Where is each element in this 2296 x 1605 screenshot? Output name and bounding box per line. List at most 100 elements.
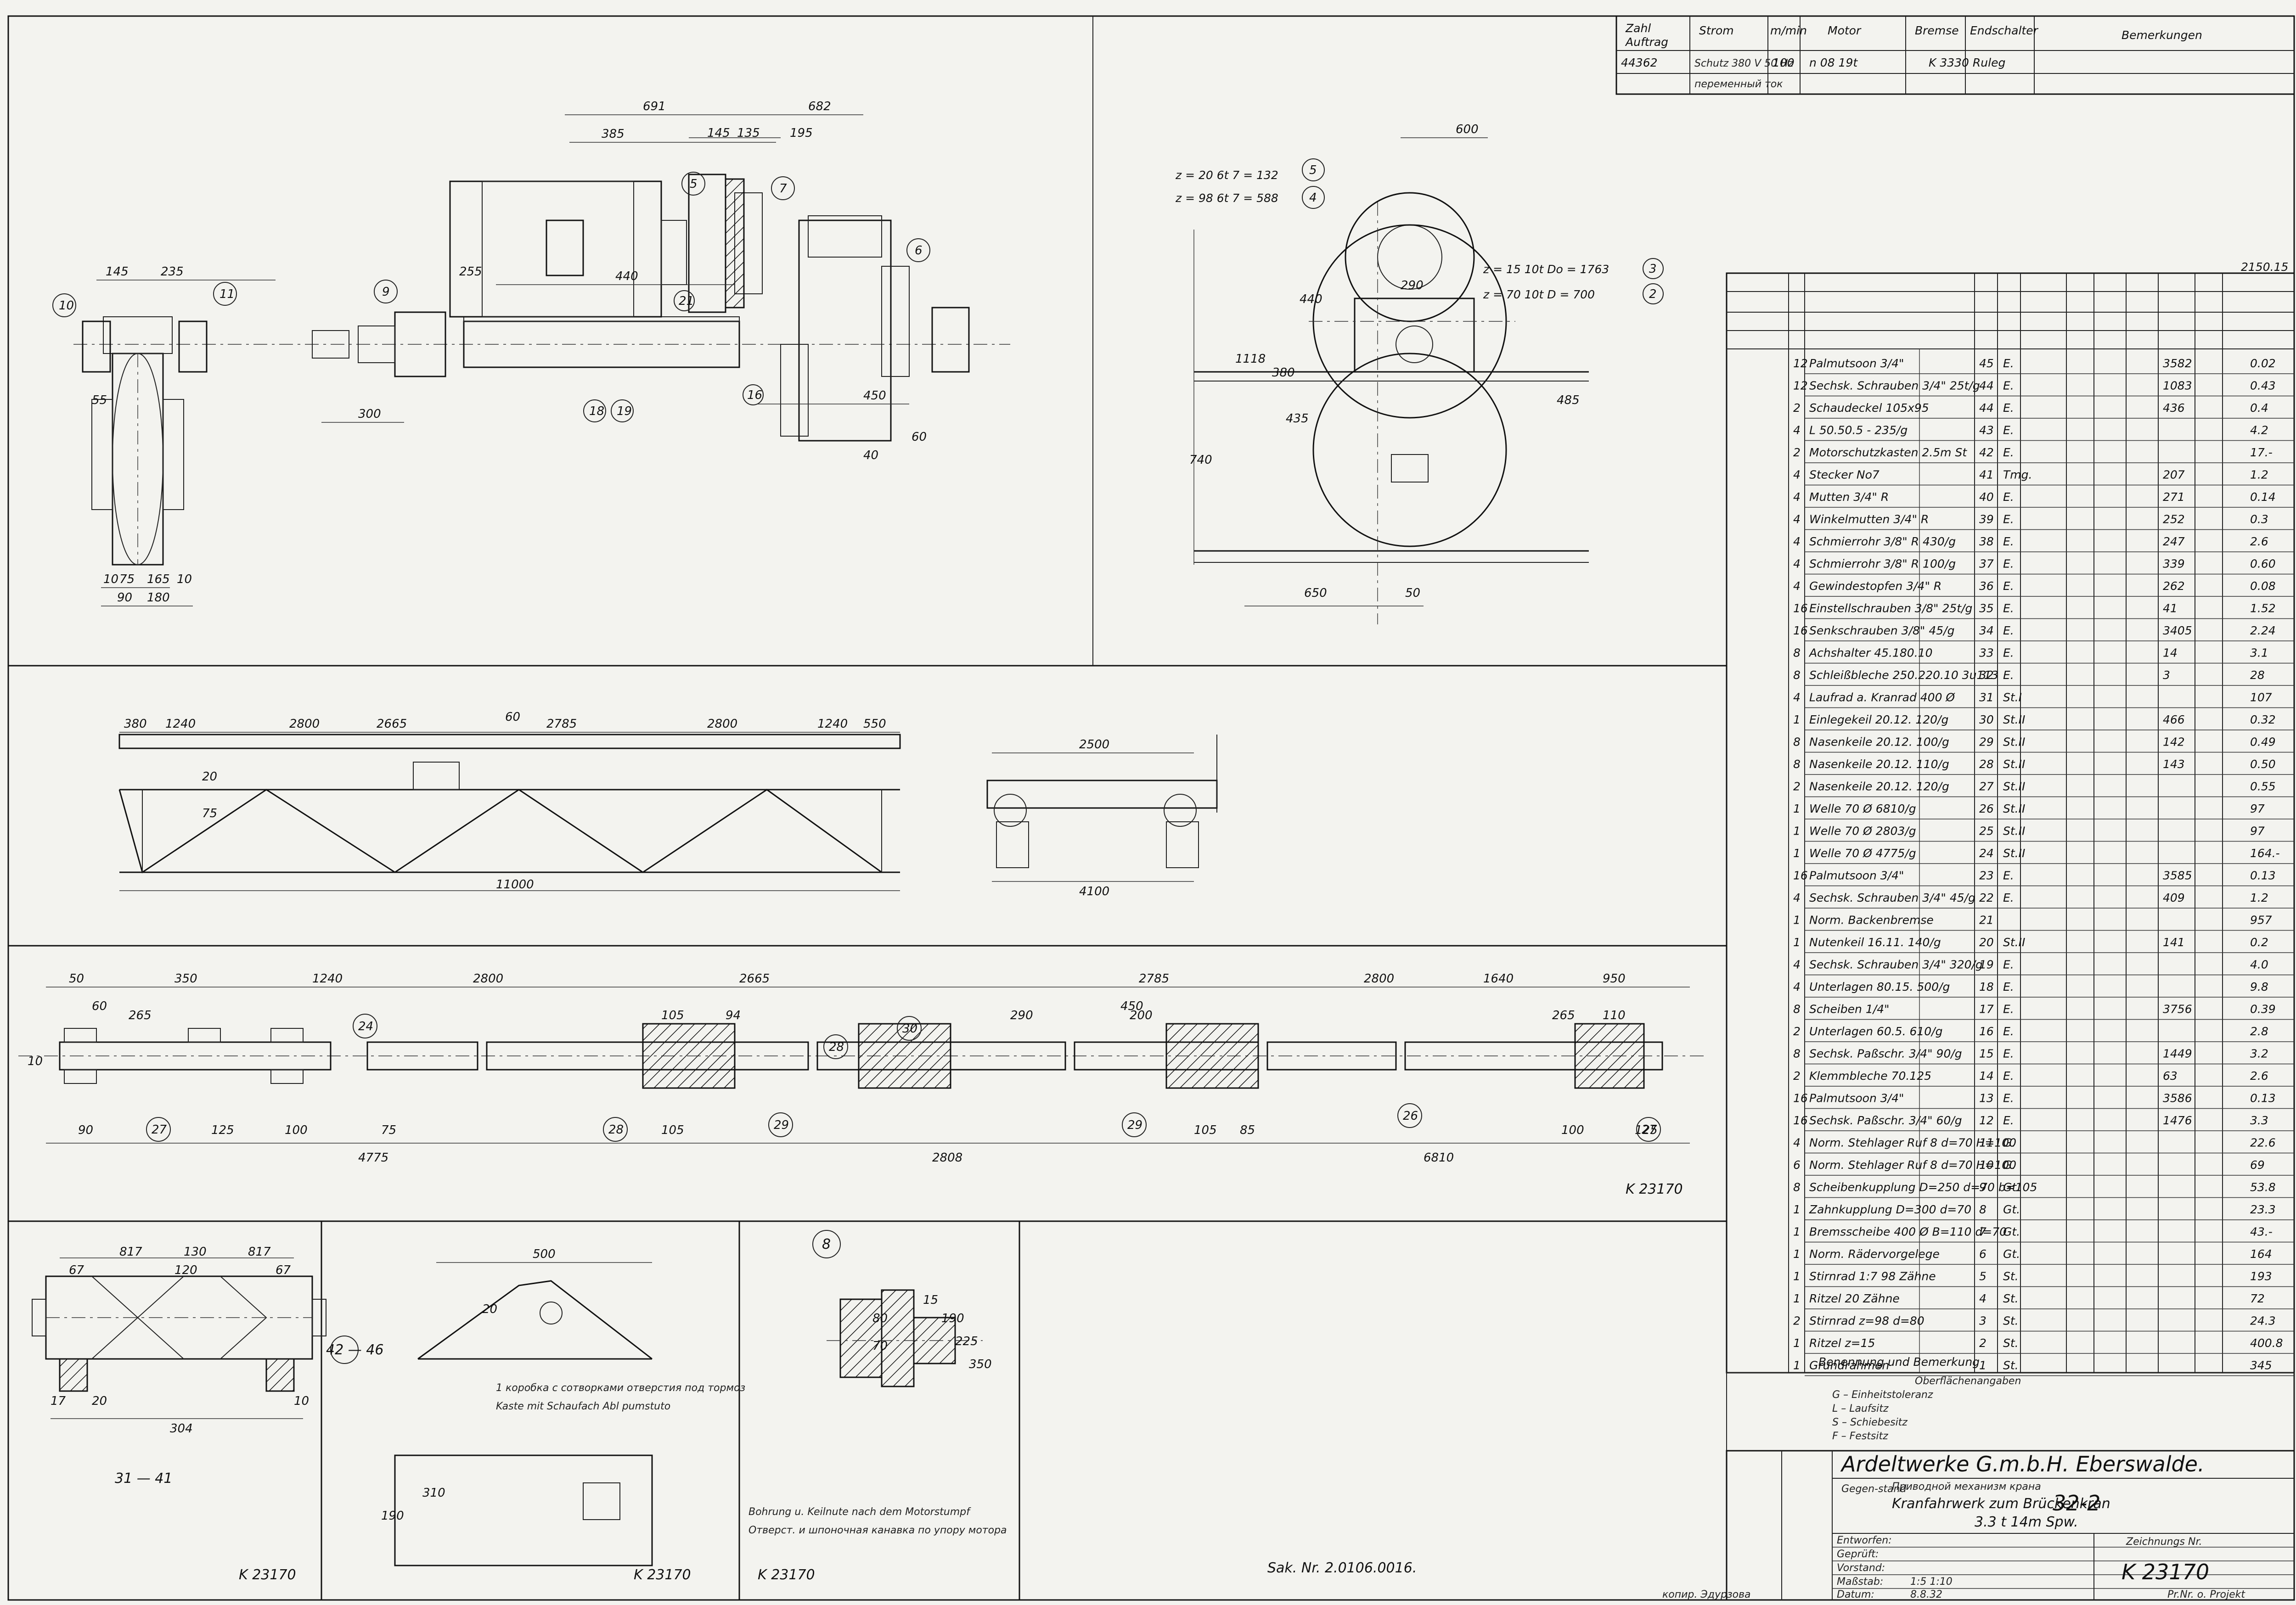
- parts-cell-n: 27: [1979, 780, 1994, 793]
- datum-label: Datum:: [1837, 1589, 1874, 1600]
- parts-cell-n: 16: [1979, 1025, 1994, 1038]
- dim-300: 300: [358, 407, 381, 421]
- parts-cell-w: 141: [2163, 936, 2185, 949]
- detail42-note-ru: 1 коробка с сотворками отверстия под тор…: [496, 1382, 745, 1394]
- parts-cell-n: 37: [1979, 557, 1994, 571]
- side-dim-740: 740: [1189, 453, 1212, 467]
- parts-cell-m: G.: [2003, 1158, 2015, 1172]
- header-table: Zahl Auftrag Strom m/min Motor Bremse En…: [1615, 15, 2295, 95]
- parts-cell-m: E.: [2003, 891, 2014, 904]
- detail-42-46: 500 20 190 310 42 — 46 1 коробка с сотво…: [326, 1247, 745, 1583]
- parts-cell-m: E.: [2003, 980, 2014, 993]
- parts-cell-w: 436: [2163, 401, 2185, 415]
- parts-cell-wt: 0.13: [2250, 869, 2276, 882]
- parts-cell-w: 63: [2163, 1069, 2178, 1083]
- detail31-dim-817b: 817: [248, 1245, 271, 1259]
- parts-cell-wt: 28: [2250, 668, 2265, 682]
- parts-cell-wt: 3.1: [2250, 646, 2268, 660]
- parts-cell-m: E.: [2003, 557, 2014, 571]
- dim-75: 75: [119, 572, 135, 586]
- parts-cell-d: Stirnrad 1:7 98 Zähne: [1809, 1270, 1936, 1283]
- parts-cell-n: 25: [1979, 825, 1994, 838]
- projekt-label: Pr.Nr. o. Projekt: [2167, 1589, 2245, 1600]
- shaft-dim-94: 94: [726, 1009, 741, 1022]
- parts-cell-m: St.II: [2003, 735, 2025, 749]
- parts-cell-k: 4: [1793, 691, 1801, 704]
- parts-cell-k: 4: [1793, 535, 1801, 548]
- shaft-dim-290: 290: [1010, 1009, 1033, 1022]
- shaft-dim-75: 75: [381, 1123, 396, 1137]
- shaft-dim-2800: 2800: [473, 972, 503, 986]
- parts-cell-w: 3586: [2163, 1092, 2192, 1105]
- parts-cell-k: 1: [1793, 1203, 1801, 1216]
- truss-dim-75: 75: [202, 807, 217, 820]
- parts-cell-k: 4: [1793, 468, 1801, 482]
- parts-cell-wt: 2.24: [2250, 624, 2276, 637]
- parts-cell-k: 8: [1793, 735, 1801, 749]
- end-dim-4100: 4100: [1079, 885, 1109, 898]
- detail8-dim-190: 190: [941, 1312, 964, 1325]
- parts-cell-k: 4: [1793, 891, 1801, 904]
- parts-cell-d: Ritzel z=15: [1809, 1336, 1875, 1350]
- parts-cell-k: 4: [1793, 579, 1801, 593]
- parts-cell-n: 26: [1979, 802, 1994, 815]
- dim-90: 90: [117, 591, 132, 605]
- parts-cell-d: Einlegekeil 20.12. 120/g: [1809, 713, 1948, 726]
- shaft-callout-27b: 27: [1642, 1123, 1657, 1137]
- parts-cell-k: 1: [1793, 1336, 1801, 1350]
- callout-7: 7: [779, 182, 787, 196]
- parts-cell-n: 43: [1979, 424, 1994, 437]
- parts-cell-n: 13: [1979, 1092, 1994, 1105]
- parts-cell-k: 8: [1793, 668, 1801, 682]
- shaft-dim-105d: 105: [1194, 1123, 1217, 1137]
- parts-cell-wt: 0.43: [2250, 379, 2276, 393]
- header-row2-c2: переменный ток: [1694, 79, 1783, 90]
- callout-10: 10: [59, 299, 74, 313]
- parts-cell-k: 8: [1793, 646, 1801, 660]
- parts-cell-d: Ritzel 20 Zähne: [1809, 1292, 1900, 1305]
- parts-cell-k: 1: [1793, 1270, 1801, 1283]
- callout-11: 11: [219, 287, 235, 301]
- parts-cell-d: Palmutsoon 3/4": [1809, 869, 1904, 882]
- parts-cell-d: Stecker No7: [1809, 468, 1880, 482]
- parts-cell-n: 30: [1979, 713, 1994, 726]
- parts-cell-n: 14: [1979, 1069, 1994, 1083]
- parts-cell-wt: 69: [2250, 1158, 2265, 1172]
- callout-21: 21: [679, 294, 694, 308]
- parts-cell-n: 32: [1979, 668, 1994, 682]
- parts-cell-k: 1: [1793, 1359, 1801, 1372]
- shaft-callout-28: 28: [608, 1123, 624, 1137]
- parts-cell-wt: 2.8: [2250, 1025, 2268, 1038]
- parts-cell-wt: 0.50: [2250, 758, 2276, 771]
- parts-cell-m: Gt.: [2003, 1203, 2020, 1216]
- parts-cell-d: Welle 70 Ø 4775/g: [1809, 847, 1916, 860]
- parts-cell-m: E.: [2003, 624, 2014, 637]
- parts-cell-k: 2: [1793, 446, 1801, 459]
- entworfen-label: Entworfen:: [1837, 1535, 1892, 1546]
- header-row1-c5: K 3330 Ruleg: [1929, 56, 2005, 69]
- parts-cell-m: G.: [2003, 1136, 2015, 1150]
- parts-cell-m: E.: [2003, 646, 2014, 660]
- parts-cell-k: 2: [1793, 780, 1801, 793]
- parts-cell-n: 44: [1979, 379, 1994, 393]
- shaft-callout-28b: 28: [829, 1040, 844, 1054]
- dim-682: 682: [808, 100, 831, 113]
- detail31-dim-67b: 67: [276, 1263, 291, 1277]
- parts-cell-n: 28: [1979, 758, 1994, 771]
- detail31-dim-304: 304: [170, 1422, 193, 1436]
- shaft-dim-450: 450: [1120, 999, 1143, 1013]
- parts-cell-w: 14: [2163, 646, 2178, 660]
- parts-cell-wt: 1.2: [2250, 891, 2268, 904]
- truss-dim-380: 380: [124, 717, 147, 731]
- parts-cell-k: 4: [1793, 424, 1801, 437]
- parts-cell-n: 18: [1979, 980, 1994, 993]
- parts-cell-m: E.: [2003, 490, 2014, 504]
- parts-cell-n: 7: [1979, 1225, 1986, 1239]
- parts-cell-n: 42: [1979, 446, 1994, 459]
- parts-cell-wt: 164: [2250, 1247, 2272, 1261]
- parts-cell-d: Schmierrohr 3/8" R 430/g: [1809, 535, 1956, 548]
- parts-cell-n: 39: [1979, 513, 1994, 526]
- truss-dim-1240: 1240: [165, 717, 196, 731]
- parts-cell-wt: 1.2: [2250, 468, 2268, 482]
